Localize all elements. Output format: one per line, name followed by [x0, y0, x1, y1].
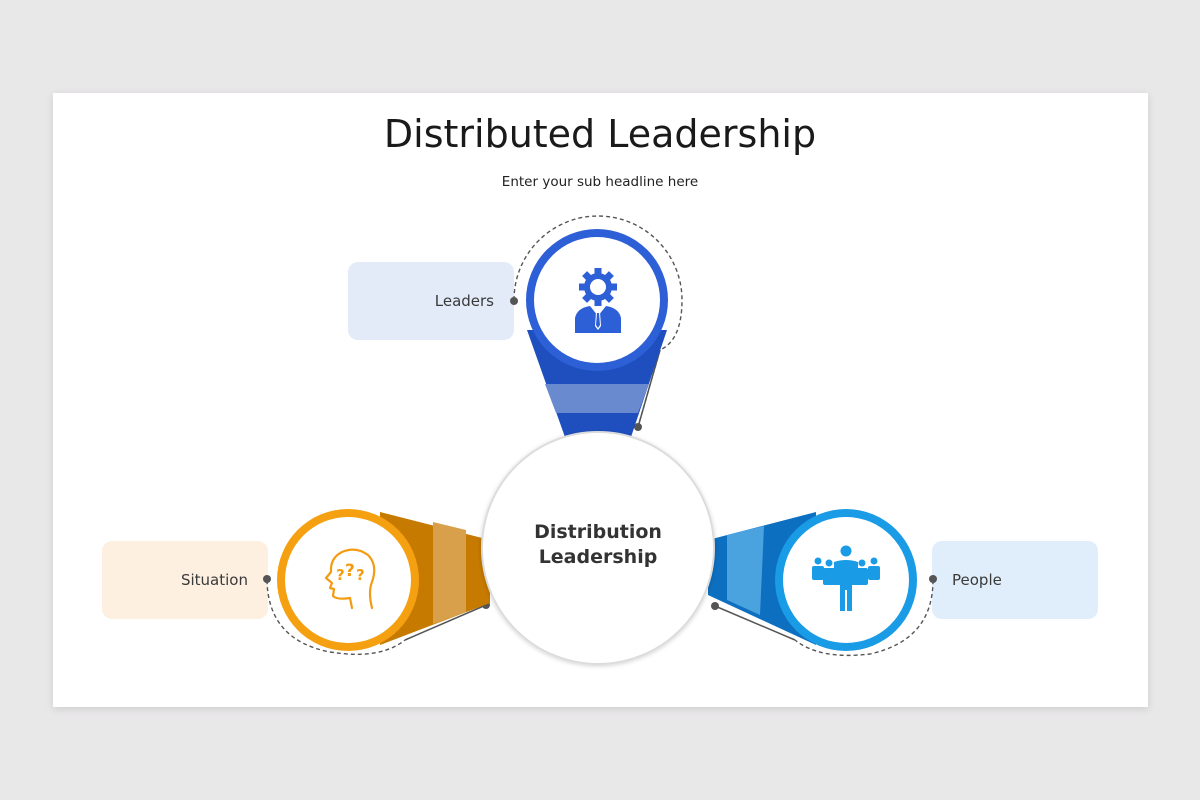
svg-text:?: ? [336, 566, 345, 584]
people-pin [708, 509, 937, 657]
leaders-dashed-connector [513, 215, 683, 428]
situation-circle [285, 517, 411, 643]
team-people-icon [812, 545, 880, 611]
label-people: People [952, 571, 1002, 589]
situation-dashed-connector [266, 579, 406, 655]
svg-text:?: ? [345, 561, 355, 581]
situation-connector-dot [263, 575, 271, 583]
leaders-center-dot [634, 423, 642, 431]
leaders-connector-dot [510, 297, 518, 305]
center-label: Distribution Leadership [483, 520, 713, 570]
center-label-line1: Distribution [534, 521, 662, 543]
slide-title: Distributed Leadership [383, 112, 817, 156]
label-situation: Situation [180, 571, 248, 589]
center-circle [481, 431, 715, 665]
label-box-situation: Situation [102, 541, 268, 619]
situation-solid-connector [404, 604, 487, 641]
people-center-dot [711, 602, 719, 610]
question-marks: ? ? ? [336, 561, 365, 584]
leaders-stem-band [545, 384, 649, 413]
people-stem-band [727, 526, 764, 615]
center-label-line2: Leadership [538, 546, 658, 568]
svg-text:?: ? [356, 566, 365, 584]
situation-stem-band [433, 522, 466, 624]
people-dashed-connector [794, 579, 934, 657]
head-question-marks-icon [324, 548, 376, 610]
label-leaders: Leaders [434, 292, 494, 310]
slide-subtitle: Enter your sub headline here [501, 174, 699, 190]
situation-pin: ? ? ? [263, 509, 490, 655]
people-connector-dot [929, 575, 937, 583]
leaders-solid-connector [637, 349, 661, 428]
leaders-pin [510, 215, 683, 440]
label-box-people: People [932, 541, 1098, 619]
label-box-leaders: Leaders [348, 262, 514, 340]
people-solid-connector [714, 605, 796, 641]
